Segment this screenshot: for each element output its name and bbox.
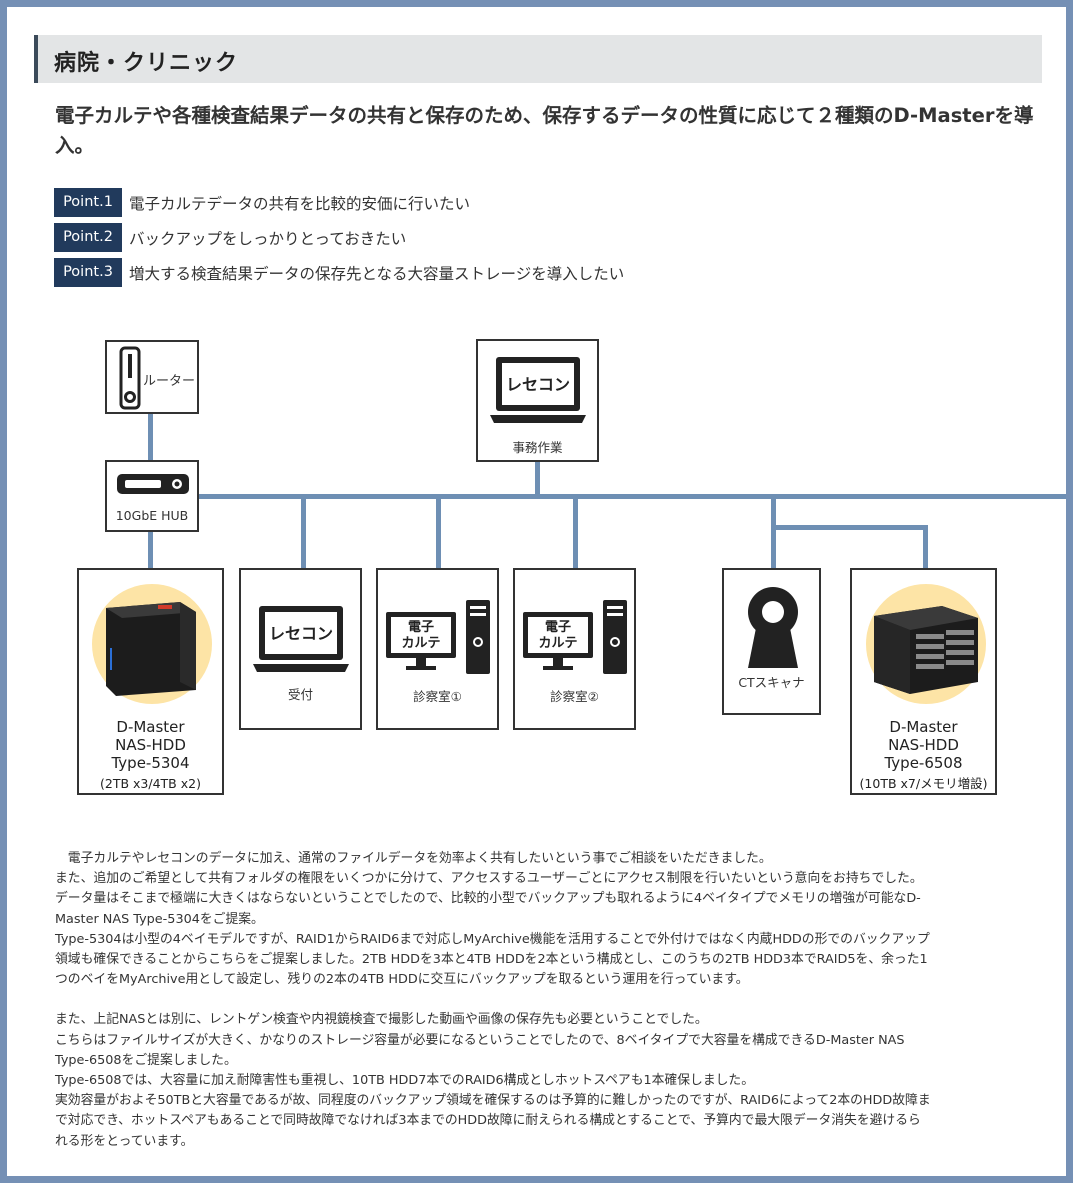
body-spacer [55, 990, 1045, 1010]
nas2-title-1: D-Master [889, 718, 958, 736]
nas2-title-3: Type-6508 [884, 754, 963, 772]
point-2: Point.2 バックアップをしっかりとっておきたい [54, 223, 1034, 252]
point-badge: Point.1 [54, 188, 122, 217]
body-line: データ量はそこまで極端に大きくはならないということでしたので、比較的小型でバック… [55, 891, 921, 907]
section-header: 病院・クリニック [34, 35, 1042, 83]
router-label: ルーター [143, 374, 196, 389]
laptop-icon: レセコン [490, 357, 586, 423]
body-line: また、追加のご希望として共有フォルダの権限をいくつかに分けて、アクセスするユーザ… [55, 871, 923, 887]
nas2-title-2: NAS-HDD [888, 736, 959, 754]
exam2-label: 診察室② [550, 689, 599, 704]
desktop-pc-icon: 電子 カルテ [386, 600, 490, 674]
office-node: レセコン 事務作業 [476, 339, 599, 462]
backbone-line [198, 494, 1066, 499]
body-line: Type-5304は小型の4ベイモデルですが、RAID1からRAID6まで対応し… [55, 931, 930, 947]
nas-8bay-icon [866, 584, 986, 704]
hub-icon [117, 474, 189, 494]
body-line: Type-6508をご提案しました。 [55, 1052, 237, 1068]
point-badge: Point.2 [54, 223, 122, 252]
link-router-hub [148, 413, 153, 461]
point-text: 電子カルテデータの共有を比較的安価に行いたい [129, 195, 471, 213]
nas1-title-3: Type-5304 [111, 754, 190, 772]
body-line: 領域も確保できることからこちらをご提案しました。2TB HDDを3本と4TB H… [55, 952, 928, 968]
body-line: Type-6508では、大容量に加え耐障害性も重視し、10TB HDD7本でのR… [55, 1073, 755, 1089]
point-badge: Point.3 [54, 258, 122, 287]
nas2-node: D-Master NAS-HDD Type-6508 (10TB x7/メモリ増… [850, 568, 997, 795]
nas1-title-1: D-Master [116, 718, 185, 736]
body-line: Master NAS Type-5304をご提案。 [55, 911, 264, 927]
exam1-screen-1: 電子 [408, 620, 434, 635]
office-label: 事務作業 [512, 440, 563, 455]
point-text: 増大する検査結果データの保存先となる大容量ストレージを導入したい [129, 265, 625, 283]
body-line: また、上記NASとは別に、レントゲン検査や内視鏡検査で撮影した動画や画像の保存先… [55, 1012, 708, 1028]
body-line: こちらはファイルサイズが大きく、かなりのストレージ容量が必要になるということでし… [55, 1032, 905, 1048]
router-icon [119, 346, 141, 410]
body-line: つのベイをMyArchive用として設定し、残りの2本の4TB HDDに交互にバ… [55, 972, 749, 988]
link-exam2 [573, 496, 578, 569]
ct-node: CTスキャナ [722, 568, 821, 715]
exam1-screen-2: カルテ [401, 636, 440, 651]
link-ct [771, 496, 776, 569]
nas1-node: D-Master NAS-HDD Type-5304 (2TB x3/4TB x… [77, 568, 224, 795]
office-screen: レセコン [506, 375, 570, 394]
exam1-node: 電子 カルテ 診察室① [376, 568, 499, 730]
desktop-pc-icon: 電子 カルテ [523, 600, 627, 674]
link-office [535, 461, 540, 496]
reception-node: レセコン 受付 [239, 568, 362, 730]
ct-scanner-icon [748, 587, 798, 668]
exam1-label: 診察室① [413, 689, 462, 704]
point-3: Point.3 増大する検査結果データの保存先となる大容量ストレージを導入したい [54, 258, 1034, 287]
reception-screen: レセコン [269, 624, 333, 643]
link-exam1 [436, 496, 441, 569]
reception-label: 受付 [287, 687, 313, 702]
nas1-spec: (2TB x3/4TB x2) [100, 776, 201, 791]
description-text: 電子カルテやレセコンのデータに加え、通常のファイルデータを効率よく共有したいとい… [55, 849, 1045, 1152]
body-line: 電子カルテやレセコンのデータに加え、通常のファイルデータを効率よく共有したいとい… [55, 851, 772, 866]
link-nas2 [923, 525, 928, 569]
section-title: 病院・クリニック [54, 51, 239, 76]
exam2-screen-2: カルテ [538, 636, 577, 651]
exam2-screen-1: 電子 [545, 620, 571, 635]
router-node: ルーター [105, 340, 199, 414]
link-hub-nas1 [148, 531, 153, 569]
ct-label: CTスキャナ [738, 675, 805, 690]
body-line: れる形をとっています。 [55, 1133, 194, 1149]
nas2-spec: (10TB x7/メモリ増設) [859, 776, 988, 791]
body-line: 実効容量がおよそ50TBと大容量であるが故、同程度のバックアップ領域を確保するの… [55, 1093, 931, 1109]
hub-node: 10GbE HUB [105, 460, 199, 532]
exam2-node: 電子 カルテ 診察室② [513, 568, 636, 730]
nas-4bay-icon [92, 584, 212, 704]
hub-label: 10GbE HUB [115, 508, 189, 523]
branch-nas2 [771, 525, 928, 530]
network-diagram: ルーター 10GbE HUB レセコン 事務作業 [7, 7, 1066, 807]
body-line: で対応でき、ホットスペアもあることで同時故障でなければ3本までのHDD故障に耐え… [55, 1113, 921, 1129]
lead-text: 電子カルテや各種検査結果データの共有と保存のため、保存するデータの性質に応じて２… [55, 104, 1034, 157]
laptop-icon: レセコン [253, 606, 349, 672]
link-reception [301, 496, 306, 569]
point-1: Point.1 電子カルテデータの共有を比較的安価に行いたい [54, 188, 1034, 217]
nas1-title-2: NAS-HDD [115, 736, 186, 754]
point-text: バックアップをしっかりとっておきたい [129, 230, 407, 248]
